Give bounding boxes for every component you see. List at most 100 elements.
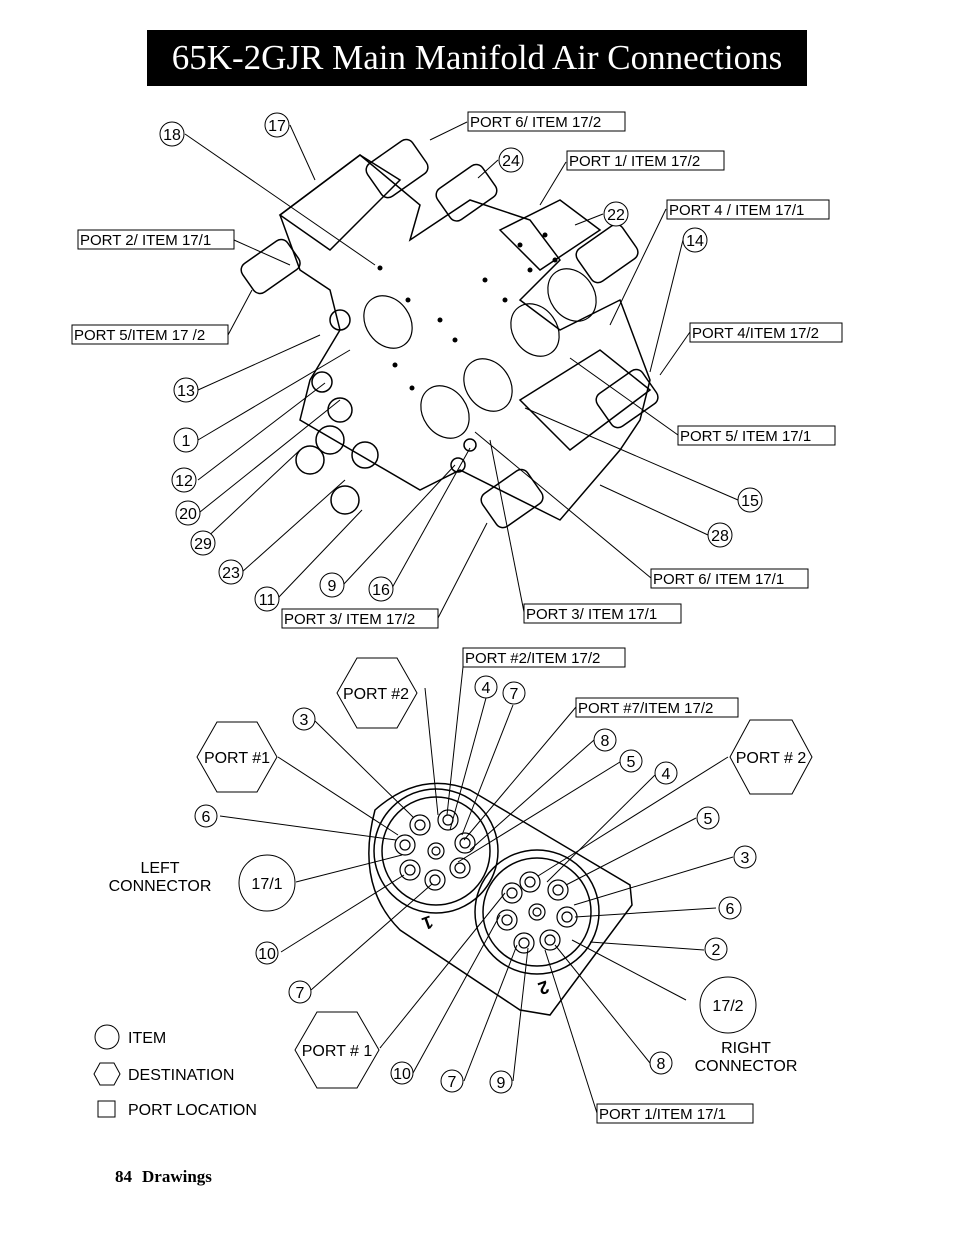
item-callout-16: 16 bbox=[368, 576, 394, 602]
svg-text:17/2: 17/2 bbox=[712, 998, 743, 1015]
svg-text:2: 2 bbox=[712, 942, 721, 959]
item-callout-4a: 4 bbox=[474, 675, 498, 699]
destination-port2-right: PORT # 2 bbox=[729, 719, 813, 795]
svg-text:PORT #2/ITEM 17/2: PORT #2/ITEM 17/2 bbox=[465, 650, 600, 667]
item-callout-7c: 7 bbox=[440, 1069, 464, 1093]
item-callout-15: 15 bbox=[737, 487, 763, 513]
svg-text:9: 9 bbox=[497, 1075, 506, 1092]
port-label-port6-item17-1: PORT 6/ ITEM 17/1 bbox=[650, 568, 809, 589]
port-label-port1-item17-2: PORT 1/ ITEM 17/2 bbox=[566, 150, 725, 171]
svg-text:DESTINATION: DESTINATION bbox=[128, 1067, 234, 1084]
svg-text:5: 5 bbox=[704, 811, 713, 828]
legend-item: ITEM bbox=[94, 1024, 166, 1050]
svg-text:11: 11 bbox=[259, 592, 276, 609]
port-label-port4-item17-2: PORT 4/ITEM 17/2 bbox=[689, 322, 843, 343]
item-callout-20: 20 bbox=[175, 500, 201, 526]
svg-text:ITEM: ITEM bbox=[128, 1030, 166, 1047]
item-callout-7b: 7 bbox=[288, 980, 312, 1004]
bottom-leader-lines bbox=[219, 666, 734, 1114]
svg-text:PORT 4/ITEM 17/2: PORT 4/ITEM 17/2 bbox=[692, 325, 819, 342]
svg-text:4: 4 bbox=[482, 680, 491, 697]
bottom-item-callouts: 4 7 3 8 5 4 5 3 6 6 2 10 7 10 7 9 8 17/1… bbox=[194, 675, 757, 1094]
item-callout-13: 13 bbox=[173, 377, 199, 403]
svg-text:10: 10 bbox=[393, 1066, 411, 1083]
page-footer: 84 Drawings bbox=[115, 1167, 222, 1187]
item-callout-1: 1 bbox=[173, 427, 199, 453]
port-label-port4-item17-1: PORT 4 / ITEM 17/1 bbox=[666, 199, 830, 220]
port-label-port1-item17-1: PORT 1/ITEM 17/1 bbox=[596, 1103, 754, 1124]
svg-text:5: 5 bbox=[627, 754, 636, 771]
item-callout-10b: 10 bbox=[390, 1061, 414, 1085]
legend: ITEM DESTINATION PORT LOCATION bbox=[93, 1024, 257, 1119]
svg-text:7: 7 bbox=[296, 985, 305, 1002]
destination-port1-right: PORT # 1 bbox=[294, 1011, 380, 1089]
bottom-port-labels: PORT #2/ITEM 17/2 PORT #7/ITEM 17/2 PORT… bbox=[462, 647, 754, 1124]
svg-text:20: 20 bbox=[179, 506, 197, 523]
item-callout-17-1: 17/1 bbox=[238, 854, 296, 912]
item-callout-12: 12 bbox=[171, 467, 197, 493]
svg-text:16: 16 bbox=[372, 582, 390, 599]
svg-text:4: 4 bbox=[662, 766, 671, 783]
item-callout-6a: 6 bbox=[194, 804, 218, 828]
top-port-labels: PORT 6/ ITEM 17/2 PORT 1/ ITEM 17/2 PORT… bbox=[71, 111, 843, 629]
item-callout-23: 23 bbox=[218, 559, 244, 585]
svg-text:3: 3 bbox=[300, 712, 309, 729]
svg-text:PORT 5/ ITEM 17/1: PORT 5/ ITEM 17/1 bbox=[680, 428, 811, 445]
item-callout-24: 24 bbox=[498, 147, 524, 173]
svg-text:PORT 4 / ITEM 17/1: PORT 4 / ITEM 17/1 bbox=[669, 202, 804, 219]
svg-text:3: 3 bbox=[741, 850, 750, 867]
svg-text:PORT #1: PORT #1 bbox=[204, 750, 270, 767]
item-callout-2: 2 bbox=[704, 937, 728, 961]
item-callout-29: 29 bbox=[190, 530, 216, 556]
item-callout-5b: 5 bbox=[696, 806, 720, 830]
port-label-port2-item17-1: PORT 2/ ITEM 17/1 bbox=[77, 229, 235, 250]
svg-text:6: 6 bbox=[726, 901, 735, 918]
svg-text:PORT #2: PORT #2 bbox=[343, 686, 409, 703]
section-name: Drawings bbox=[142, 1167, 212, 1186]
port-label-port3-item17-2: PORT 3/ ITEM 17/2 bbox=[281, 608, 439, 629]
port-label-port2-item17-2: PORT #2/ITEM 17/2 bbox=[462, 647, 626, 668]
port-label-port7-item17-2: PORT #7/ITEM 17/2 bbox=[575, 697, 739, 718]
svg-text:9: 9 bbox=[328, 578, 337, 595]
svg-text:PORT 1/ ITEM 17/2: PORT 1/ ITEM 17/2 bbox=[569, 153, 700, 170]
svg-text:12: 12 bbox=[175, 473, 193, 490]
svg-text:PORT 5/ITEM 17 /2: PORT 5/ITEM 17 /2 bbox=[74, 327, 205, 344]
manifold-artwork bbox=[240, 138, 659, 529]
svg-text:PORT # 1: PORT # 1 bbox=[302, 1043, 373, 1060]
legend-destination: DESTINATION bbox=[93, 1062, 234, 1086]
svg-text:PORT LOCATION: PORT LOCATION bbox=[128, 1102, 257, 1119]
svg-text:29: 29 bbox=[194, 536, 212, 553]
destination-port1-left: PORT #1 bbox=[196, 721, 278, 793]
top-leader-lines bbox=[184, 121, 739, 619]
item-callout-8a: 8 bbox=[593, 728, 617, 752]
svg-text:18: 18 bbox=[163, 127, 181, 144]
svg-text:PORT #7/ITEM 17/2: PORT #7/ITEM 17/2 bbox=[578, 700, 713, 717]
item-callout-3b: 3 bbox=[733, 845, 757, 869]
page-number: 84 bbox=[115, 1167, 132, 1186]
svg-text:PORT 6/ ITEM 17/2: PORT 6/ ITEM 17/2 bbox=[470, 114, 601, 131]
svg-text:17: 17 bbox=[268, 118, 286, 135]
svg-text:28: 28 bbox=[711, 528, 729, 545]
svg-text:PORT 2/ ITEM 17/1: PORT 2/ ITEM 17/1 bbox=[80, 232, 211, 249]
svg-text:PORT 1/ITEM 17/1: PORT 1/ITEM 17/1 bbox=[599, 1106, 726, 1123]
svg-text:22: 22 bbox=[607, 207, 625, 224]
svg-text:7: 7 bbox=[448, 1074, 457, 1091]
svg-text:1: 1 bbox=[182, 433, 191, 450]
svg-text:10: 10 bbox=[258, 946, 276, 963]
svg-text:8: 8 bbox=[601, 733, 610, 750]
svg-text:8: 8 bbox=[657, 1056, 666, 1073]
item-callout-8b: 8 bbox=[649, 1051, 673, 1075]
svg-text:7: 7 bbox=[510, 686, 519, 703]
item-callout-14: 14 bbox=[682, 227, 708, 253]
item-callout-5a: 5 bbox=[619, 749, 643, 773]
port-label-port6-item17-2: PORT 6/ ITEM 17/2 bbox=[467, 111, 626, 132]
item-callout-4b: 4 bbox=[654, 761, 678, 785]
item-callout-11: 11 bbox=[254, 586, 280, 612]
item-callout-18: 18 bbox=[159, 121, 185, 147]
item-callout-6b: 6 bbox=[718, 896, 742, 920]
svg-text:24: 24 bbox=[502, 153, 520, 170]
svg-text:15: 15 bbox=[741, 493, 759, 510]
item-callout-9: 9 bbox=[489, 1070, 513, 1094]
